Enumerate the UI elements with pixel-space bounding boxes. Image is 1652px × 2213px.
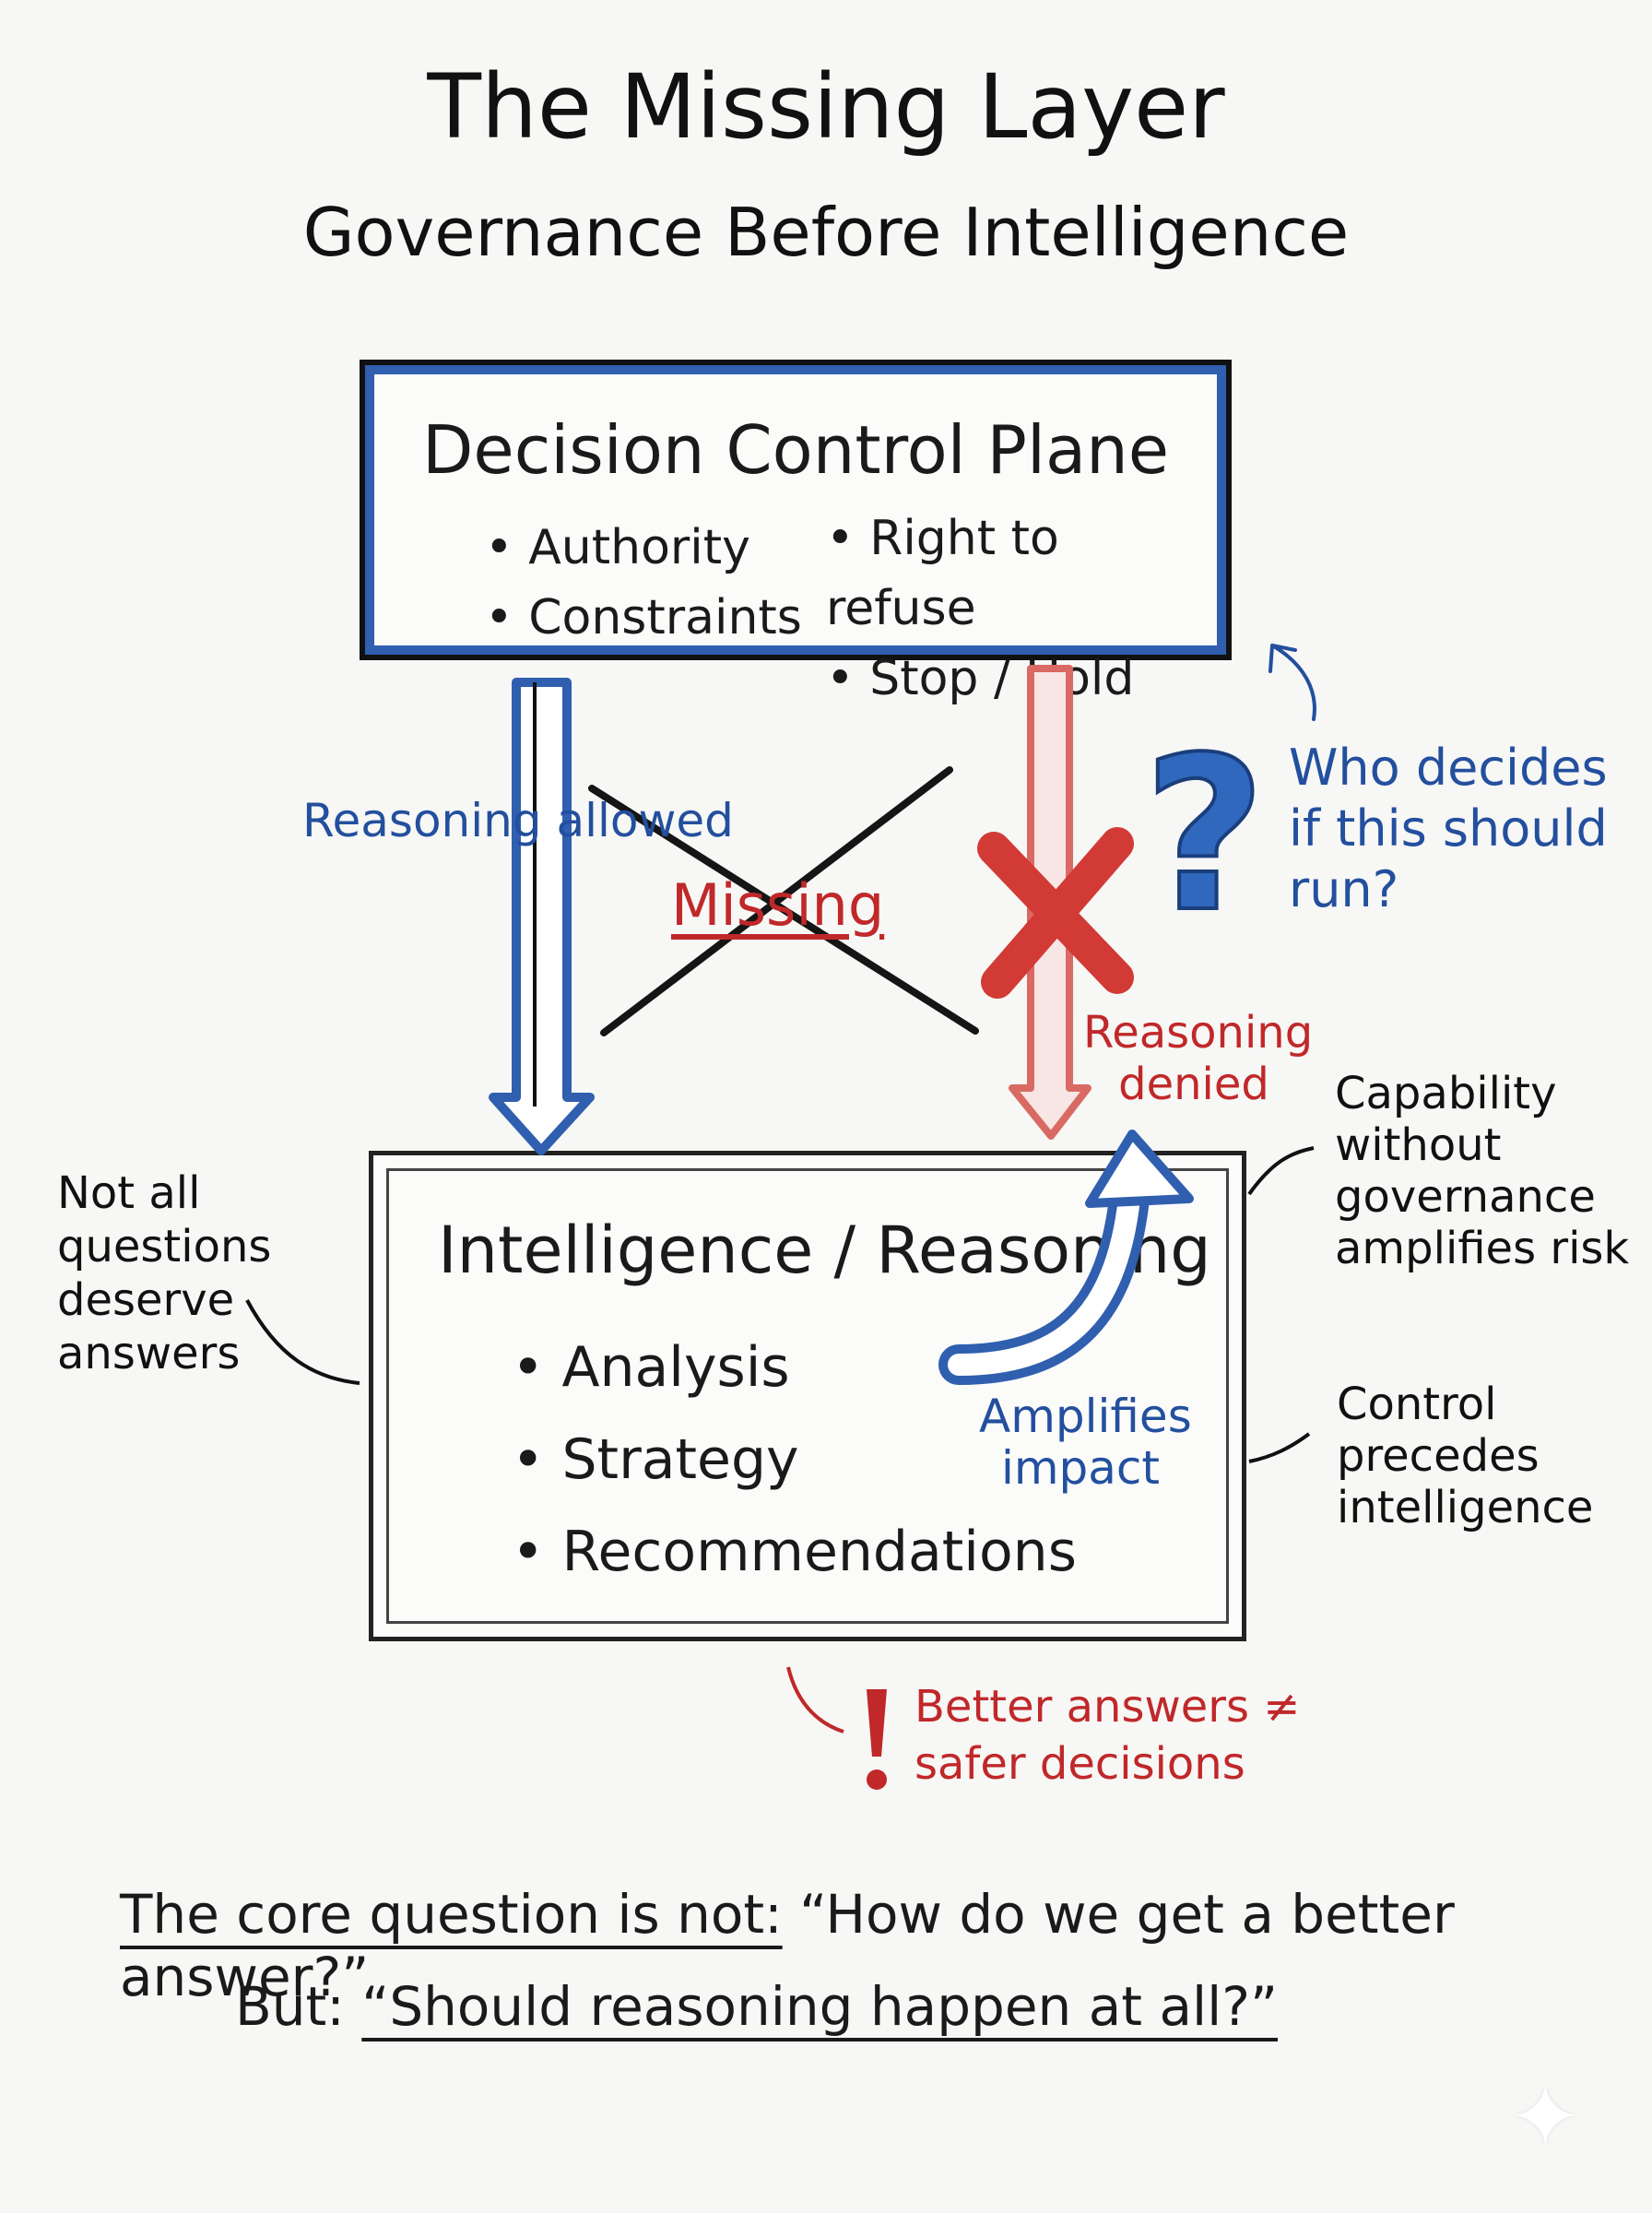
label-who-decides: Who decides if this should run? [1289, 739, 1608, 918]
label-not-all-questions: Not all questions deserve answers [57, 1167, 272, 1379]
intelligence-title: Intelligence / Reasoning [438, 1213, 1211, 1288]
question-mark-icon: ? [1143, 713, 1266, 959]
label-control-precedes: Control precedes intelligence [1337, 1379, 1594, 1533]
bullet-recommendations: Recommendations [512, 1506, 1077, 1598]
amplifies-curved-arrow [938, 1130, 1194, 1385]
footer-line1-quote: “How do we get a better answer?” [120, 1883, 1455, 2008]
connector-capability [1247, 1146, 1315, 1196]
missing-cross-mark [588, 766, 979, 1036]
page-subtitle: Governance Before Intelligence [302, 194, 1350, 271]
label-missing: Missing [671, 871, 885, 939]
bullet-authority: Authority [485, 513, 802, 583]
label-reasoning-denied: Reasoning denied [1083, 1007, 1314, 1110]
pointer-arrow-icon [1268, 644, 1316, 721]
connector-control [1248, 1432, 1311, 1463]
label-capability: Capability without governance amplifies … [1335, 1068, 1630, 1274]
bullet-analysis: Analysis [512, 1321, 1077, 1414]
control-plane-bullets-left: Authority Constraints [485, 513, 802, 653]
intelligence-inner-border [386, 1168, 1229, 1624]
footer-line2-quote: “Should reasoning happen at all?” [361, 1975, 1279, 2038]
connector-better-answers [786, 1666, 844, 1734]
bullet-constraints: Constraints [485, 583, 802, 653]
label-amplifies-impact: Amplifies impact [979, 1390, 1192, 1495]
control-plane-bullets-right: Right to refuse Stop / Hold [826, 503, 1217, 714]
decision-control-plane-box: Decision Control Plane Authority Constra… [360, 360, 1232, 706]
bullet-stop-hold: Stop / Hold [826, 644, 1217, 714]
label-reasoning-allowed: Reasoning allowed [302, 794, 734, 847]
footer-line1-prefix: The core question is not: [120, 1883, 783, 1946]
footer-line-2: But: “Should reasoning happen at all?” [235, 1975, 1278, 2038]
reasoning-allowed-arrow [489, 678, 595, 1155]
intelligence-reasoning-box: Intelligence / Reasoning Analysis Strate… [369, 1151, 1246, 1641]
label-better-answers: Better answers ≠ safer decisions [914, 1681, 1301, 1790]
red-x-icon [977, 827, 1134, 999]
sparkle-icon: ✦ [1508, 2065, 1583, 2169]
control-plane-title: Decision Control Plane [421, 411, 1170, 489]
bullet-strategy: Strategy [512, 1414, 1077, 1506]
page-title: The Missing Layer [427, 55, 1225, 159]
footer-line-1: The core question is not: “How do we get… [120, 1883, 1652, 2008]
exclamation-icon [867, 1689, 887, 1790]
bullet-right-to-refuse: Right to refuse [826, 503, 1217, 644]
connector-left [245, 1299, 360, 1385]
footer-line2-prefix: But: [235, 1975, 345, 2038]
intelligence-bullets: Analysis Strategy Recommendations [512, 1321, 1077, 1598]
